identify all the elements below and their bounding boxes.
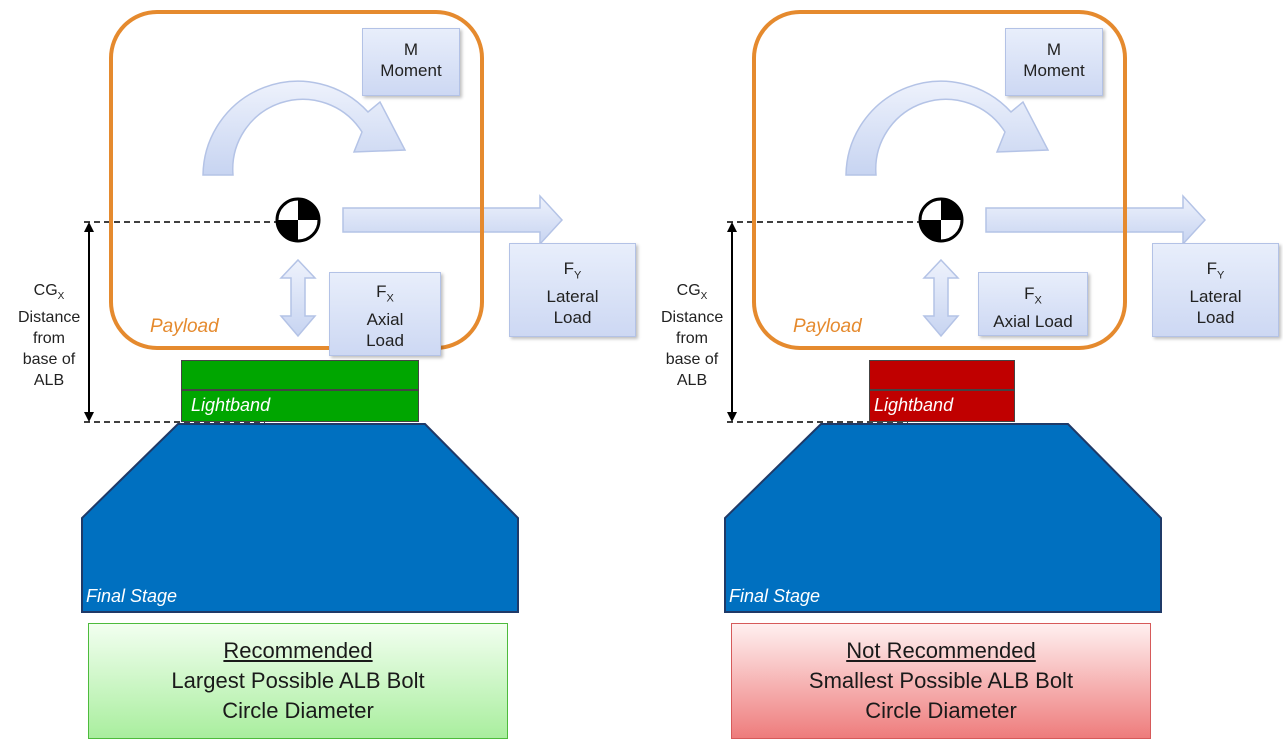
axial-load-symbol: FX xyxy=(1024,284,1042,307)
cg-distance-label: CGX Distance from base of ALB xyxy=(661,280,723,391)
verdict-line-2: Circle Diameter xyxy=(865,698,1017,723)
verdict-box: Not Recommended Smallest Possible ALB Bo… xyxy=(731,623,1151,739)
cg-line-1: Distance xyxy=(661,309,724,327)
lateral-load-label-box: FY Lateral Load xyxy=(1152,243,1279,337)
lateral-load-line-2: Load xyxy=(553,308,592,328)
cg-line-3: base of xyxy=(665,351,719,369)
lightband-lower-ring xyxy=(181,390,419,422)
lightband-upper-ring xyxy=(181,360,419,390)
lateral-load-symbol: FY xyxy=(1206,259,1225,282)
cg-distance-label: CGX Distance from base of ALB xyxy=(18,280,80,391)
axial-load-text: Axial Load xyxy=(979,311,1087,332)
moment-symbol: M xyxy=(1046,40,1062,59)
moment-text: Moment xyxy=(1023,61,1085,80)
verdict-line-1: Largest Possible ALB Bolt xyxy=(171,668,425,693)
final-stage-shape xyxy=(724,423,1162,613)
center-of-gravity-icon xyxy=(275,197,321,243)
lateral-load-line-1: Lateral xyxy=(1189,287,1242,307)
not-recommended-panel: Payload M Moment FX Axial Load FY Latera… xyxy=(643,0,1283,740)
moment-arrow xyxy=(845,80,1050,176)
lateral-load-line-1: Lateral xyxy=(546,287,599,307)
cg-line-2: from xyxy=(676,330,708,348)
axial-load-label-box: FX Axial Load xyxy=(978,272,1088,336)
panel-graphics xyxy=(724,80,1207,613)
moment-arrow xyxy=(202,80,407,176)
lightband-label: Lightband xyxy=(874,395,954,415)
cg-arrow-head-down xyxy=(84,412,94,422)
lateral-load-line-2: Load xyxy=(1196,308,1235,328)
cg-arrow-head-up xyxy=(84,222,94,232)
axial-load-line-1: Axial xyxy=(366,310,404,330)
payload-label: Payload xyxy=(150,316,219,337)
moment-symbol: M xyxy=(403,40,419,59)
final-stage-label: Final Stage xyxy=(729,586,821,606)
payload-frame xyxy=(752,10,1127,350)
lateral-load-label-box: FY Lateral Load xyxy=(509,243,636,337)
payload-frame xyxy=(109,10,484,350)
verdict-heading: Recommended xyxy=(223,638,373,663)
cg-symbol: CGX xyxy=(676,282,708,303)
axial-load-arrow xyxy=(922,258,960,338)
cg-line-4: ALB xyxy=(676,372,708,390)
payload-label: Payload xyxy=(793,316,862,337)
cg-line-1: Distance xyxy=(18,309,81,327)
cg-line-3: base of xyxy=(22,351,76,369)
cg-arrow-head-down xyxy=(727,412,737,422)
lightband-label: Lightband xyxy=(191,395,271,415)
lateral-load-symbol: FY xyxy=(563,259,582,282)
verdict-heading: Not Recommended xyxy=(846,638,1036,663)
cg-symbol: CGX xyxy=(33,282,65,303)
lateral-load-arrow xyxy=(342,194,564,246)
lightband-lower-ring xyxy=(869,390,1015,422)
lateral-load-arrow xyxy=(985,194,1207,246)
lightband-upper-ring xyxy=(869,360,1015,390)
center-of-gravity-icon xyxy=(918,197,964,243)
cg-line-2: from xyxy=(33,330,65,348)
final-stage-shape xyxy=(81,423,519,613)
moment-label-box: M Moment xyxy=(1005,28,1103,96)
cg-arrow-head-up xyxy=(727,222,737,232)
cg-line-4: ALB xyxy=(33,372,65,390)
axial-load-line-2: Load xyxy=(366,331,404,351)
verdict-box: Recommended Largest Possible ALB Bolt Ci… xyxy=(88,623,508,739)
panel-graphics xyxy=(81,80,564,613)
moment-label-box: M Moment xyxy=(362,28,460,96)
final-stage-label: Final Stage xyxy=(86,586,178,606)
axial-load-symbol: FX xyxy=(376,282,394,305)
verdict-line-1: Smallest Possible ALB Bolt xyxy=(808,668,1074,693)
axial-load-arrow xyxy=(279,258,317,338)
verdict-line-2: Circle Diameter xyxy=(222,698,374,723)
moment-text: Moment xyxy=(380,61,442,80)
axial-load-line-1: Axial Load xyxy=(993,312,1073,332)
